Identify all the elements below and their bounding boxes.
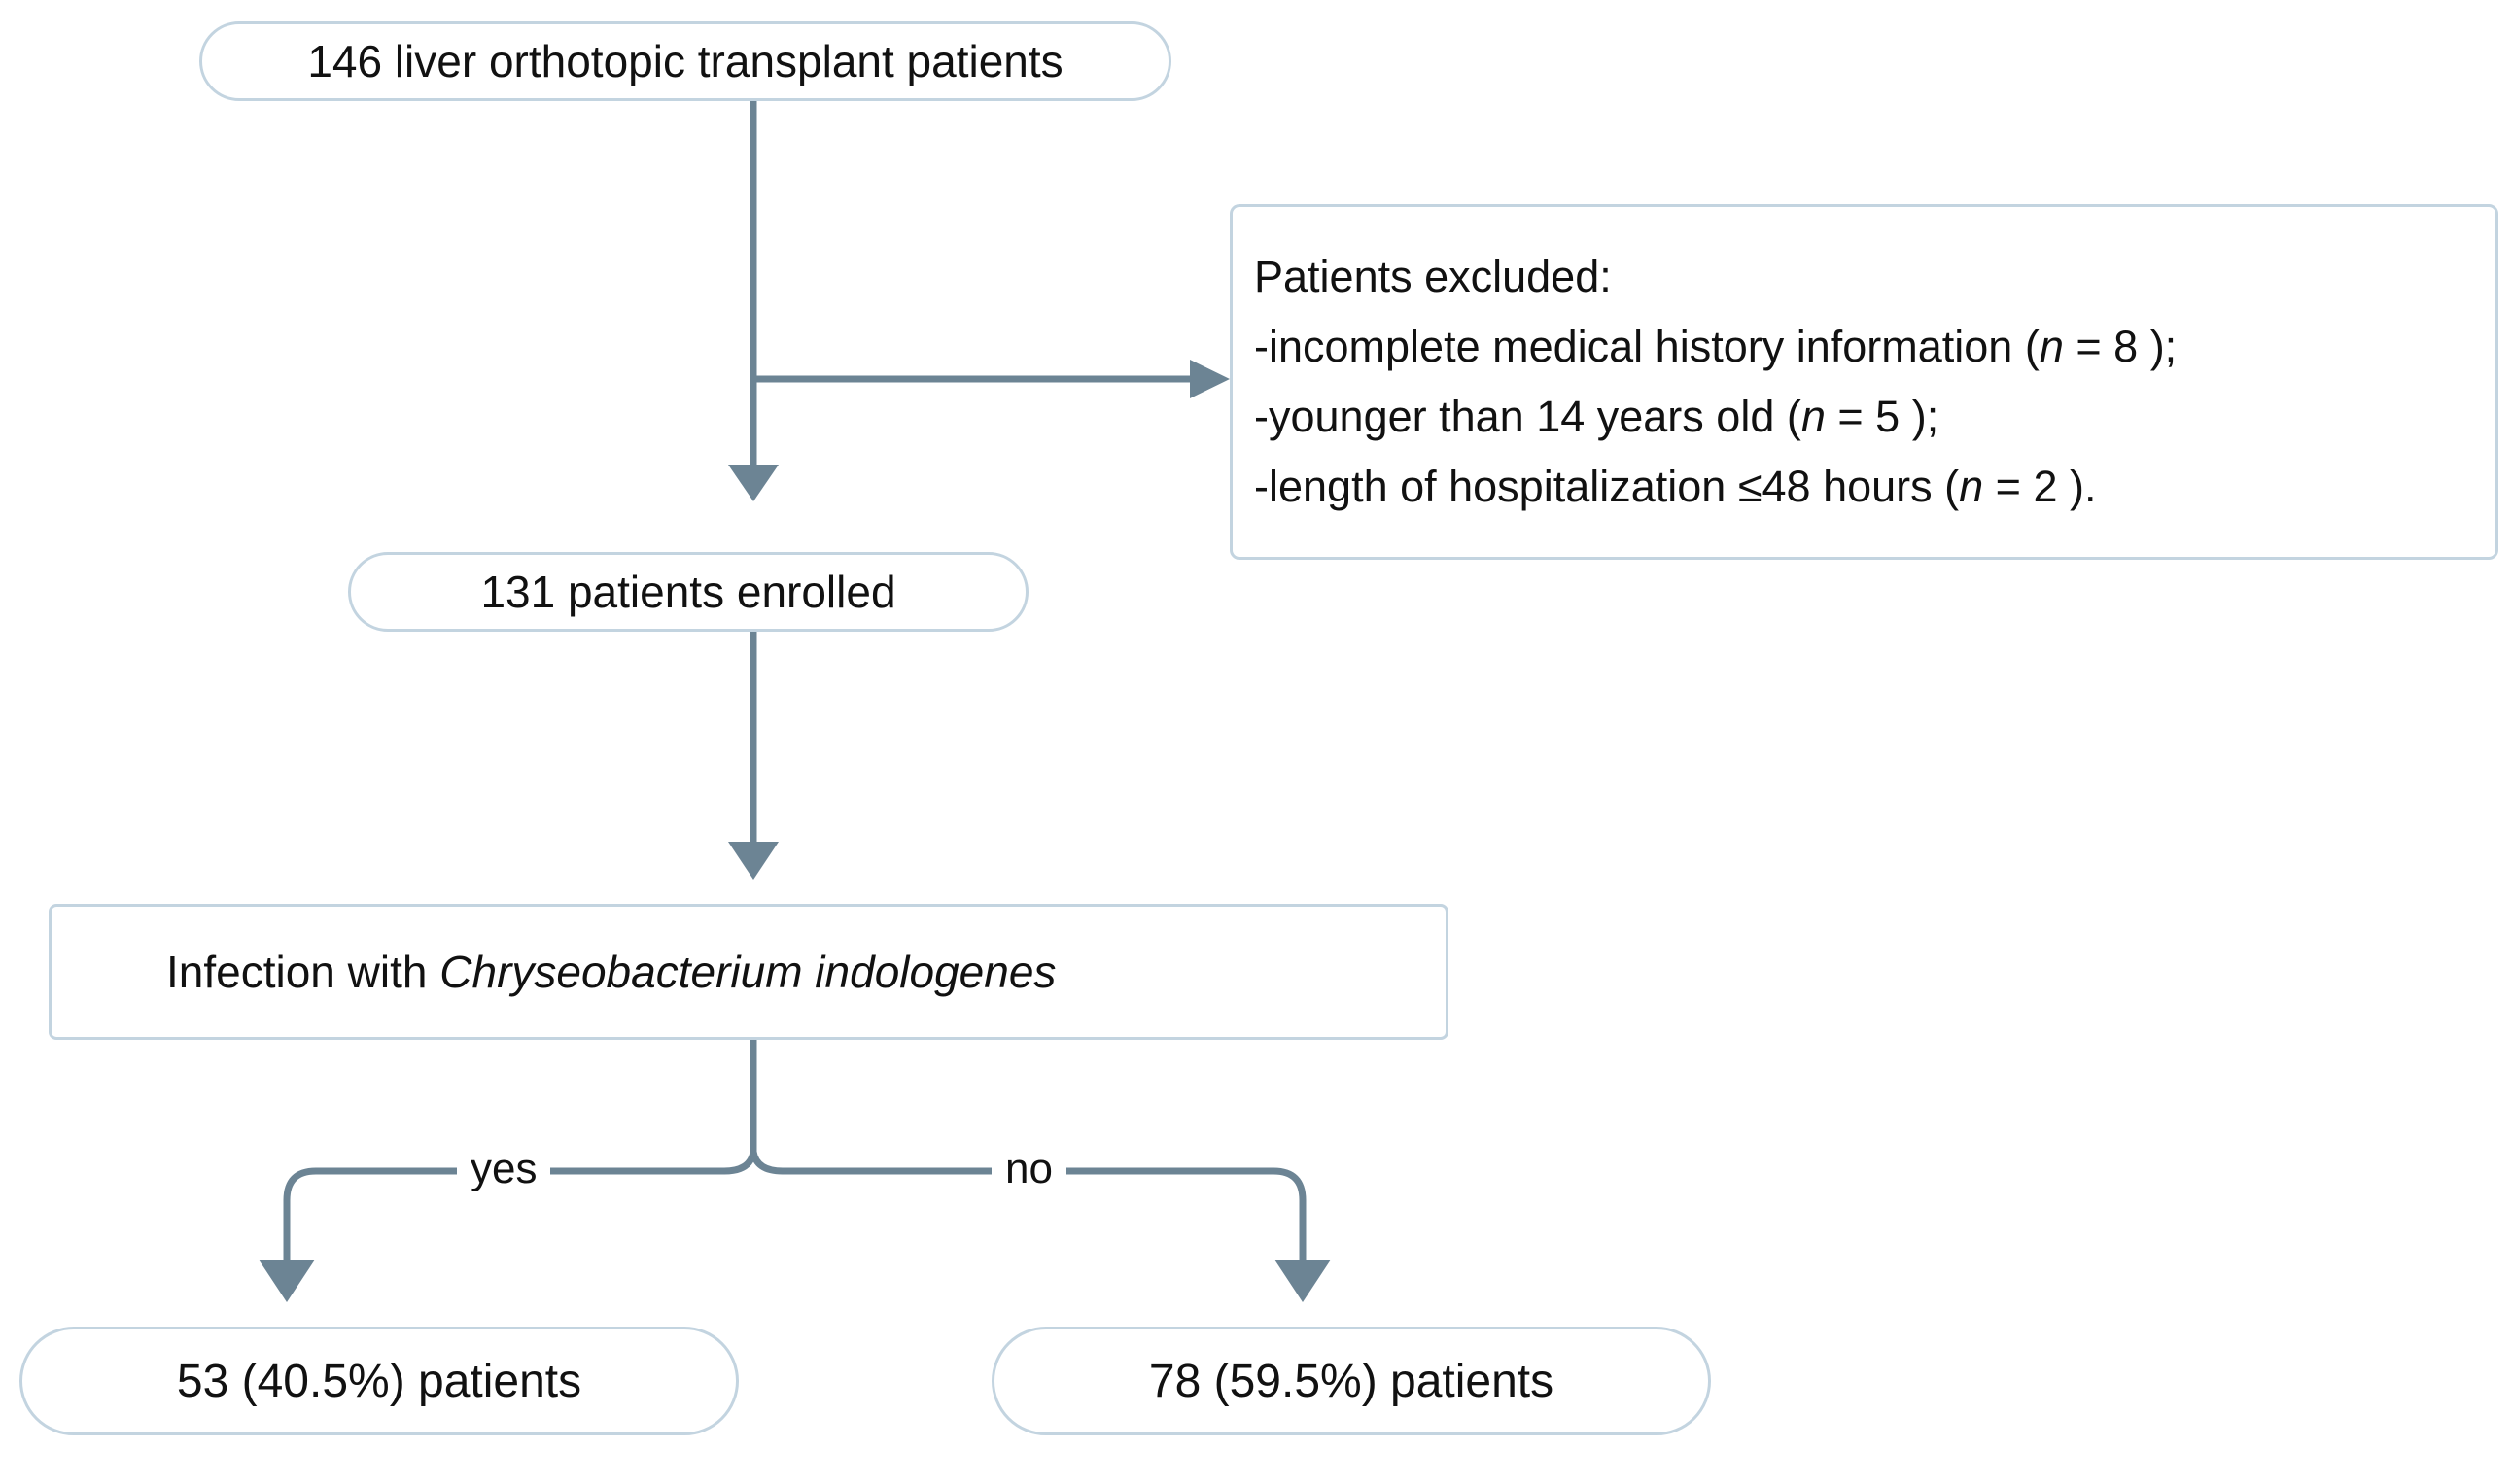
arrowhead-to-enrolled bbox=[728, 465, 779, 501]
arrowhead-to-excluded bbox=[1190, 360, 1230, 398]
excluded-reason-3-suffix: ). bbox=[2070, 462, 2097, 511]
excluded-reason-2-prefix: -younger than 14 years old ( bbox=[1254, 392, 1801, 441]
node-infected-patients-label: 53 (40.5%) patients bbox=[176, 1355, 582, 1407]
arrowhead-no bbox=[1274, 1260, 1331, 1302]
node-enrolled-patients[interactable]: 131 patients enrolled bbox=[348, 552, 1029, 632]
arrowhead-to-infection bbox=[728, 842, 779, 880]
node-total-patients-label: 146 liver orthotopic transplant patients bbox=[307, 36, 1064, 86]
edge-yes-branch bbox=[283, 1151, 757, 1263]
infection-organism: Chryseobacterium indologenes bbox=[439, 947, 1057, 997]
excluded-heading: Patients excluded: bbox=[1254, 252, 1612, 301]
excluded-reason-1: -incomplete medical history information … bbox=[1254, 312, 2474, 382]
arrowhead-yes bbox=[259, 1260, 315, 1302]
edge-label-yes: yes bbox=[457, 1145, 551, 1193]
node-infection-decision[interactable]: Infection with Chryseobacterium indologe… bbox=[49, 904, 1448, 1040]
node-non-infected-patients[interactable]: 78 (59.5%) patients bbox=[992, 1327, 1711, 1435]
node-non-infected-patients-label: 78 (59.5%) patients bbox=[1148, 1355, 1554, 1407]
excluded-reason-3: -length of hospitalization ≤48 hours (n … bbox=[1254, 452, 2474, 522]
excluded-reason-3-prefix: -length of hospitalization ≤48 hours ( bbox=[1254, 462, 1960, 511]
excluded-reason-1-value: = 8 bbox=[2076, 322, 2139, 371]
excluded-reason-2-value: = 5 bbox=[1837, 392, 1901, 441]
node-total-patients[interactable]: 146 liver orthotopic transplant patients bbox=[199, 21, 1171, 101]
edge-label-no: no bbox=[992, 1145, 1066, 1193]
excluded-reason-2: -younger than 14 years old (n = 5 ); bbox=[1254, 382, 2474, 452]
excluded-reason-1-symbol: n bbox=[2039, 322, 2064, 371]
node-enrolled-patients-label: 131 patients enrolled bbox=[480, 567, 896, 617]
excluded-reason-3-value: = 2 bbox=[1995, 462, 2058, 511]
infection-prefix: Infection with bbox=[166, 947, 440, 997]
node-infection-decision-label: Infection with Chryseobacterium indologe… bbox=[166, 946, 1446, 998]
excluded-reason-1-suffix: ); bbox=[2149, 322, 2178, 371]
node-infected-patients[interactable]: 53 (40.5%) patients bbox=[19, 1327, 739, 1435]
excluded-reason-3-symbol: n bbox=[1959, 462, 1984, 511]
edge-no-branch bbox=[750, 1151, 1307, 1263]
excluded-reason-1-prefix: -incomplete medical history information … bbox=[1254, 322, 2040, 371]
excluded-reason-2-symbol: n bbox=[1800, 392, 1826, 441]
node-patients-excluded[interactable]: Patients excluded: -incomplete medical h… bbox=[1230, 204, 2498, 560]
excluded-reason-list: Patients excluded: -incomplete medical h… bbox=[1254, 242, 2474, 522]
excluded-reason-2-suffix: ); bbox=[1911, 392, 1939, 441]
